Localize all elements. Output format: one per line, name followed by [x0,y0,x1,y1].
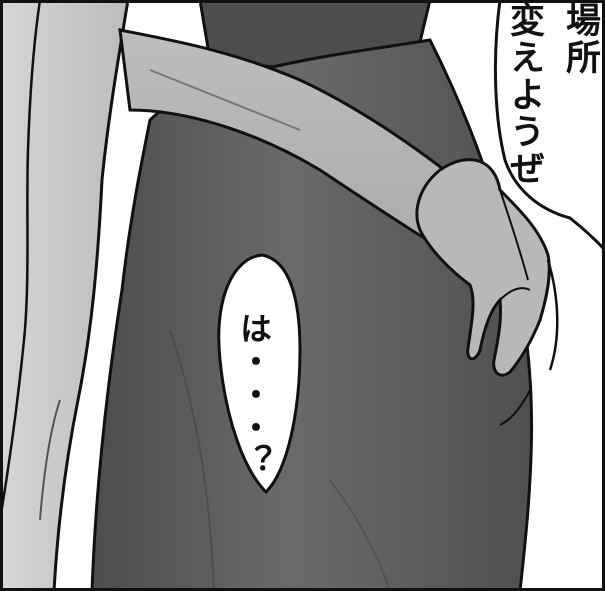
speech-top-line2: 変えようぜ [504,2,544,187]
speech-middle-text: は・・・？ [235,312,273,477]
speech-bubble-middle [217,253,302,495]
speech-bubble-top [493,0,605,253]
hand [415,158,551,377]
left-arm [0,0,130,591]
speech-top-line1: 場所 [560,2,600,76]
